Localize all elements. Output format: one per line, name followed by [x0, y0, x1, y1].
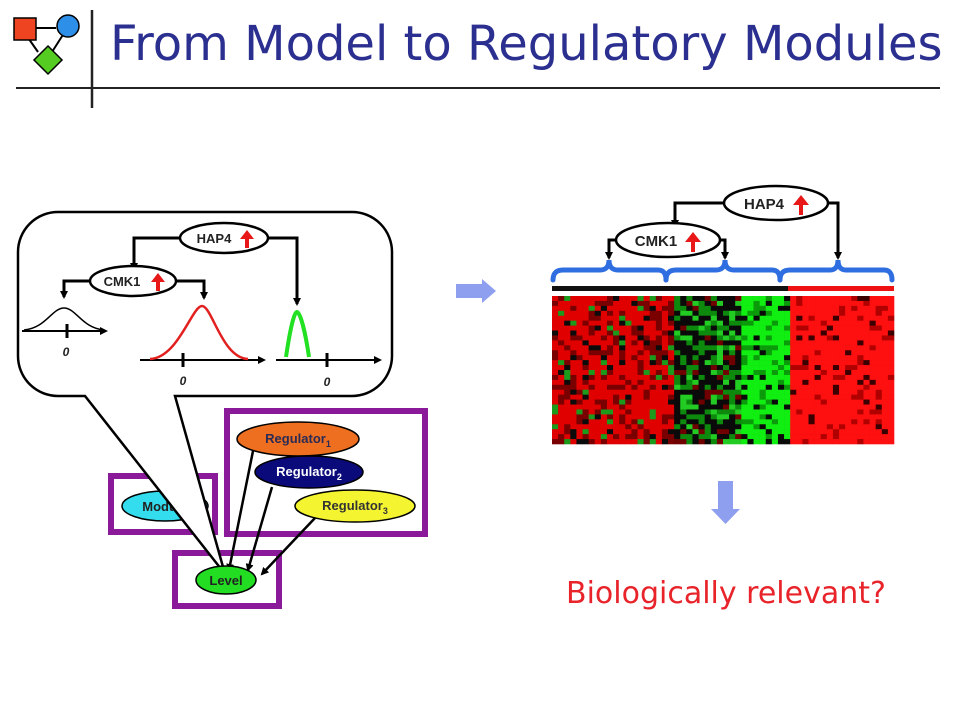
model-hap4-node: HAP4	[178, 221, 270, 255]
regulator-2-node: Regulator2	[254, 455, 364, 489]
module-braces	[550, 259, 895, 283]
up-arrow-icon	[151, 273, 165, 291]
regulator-3-label: Regulator3	[322, 498, 388, 516]
slide-title: From Model to Regulatory Modules	[110, 16, 943, 72]
distribution-red: 0	[140, 304, 266, 388]
up-arrow-icon	[685, 232, 701, 252]
module-hap4-node: HAP4	[722, 184, 830, 222]
module-hap4-label: HAP4	[744, 196, 785, 213]
expression-heatmap	[552, 296, 895, 445]
heatmap-top-strip-red	[788, 286, 894, 291]
axis-zero-label: 0	[324, 375, 331, 389]
regulator-2-label: Regulator2	[276, 464, 342, 482]
regulator-1-node: Regulator1	[236, 421, 360, 457]
network-edges	[226, 450, 316, 576]
level-label: Level	[209, 573, 242, 588]
module-cmk1-label: CMK1	[635, 233, 678, 250]
down-arrow-icon	[711, 481, 740, 524]
distribution-black: 0	[22, 307, 108, 359]
axis-zero-label: 0	[180, 374, 187, 388]
regulator-3-node: Regulator3	[294, 489, 416, 523]
model-hap4-label: HAP4	[197, 231, 232, 246]
heatmap-top-strip-dark	[552, 286, 788, 291]
model-cmk1-label: CMK1	[104, 274, 141, 289]
up-arrow-icon	[240, 230, 254, 248]
level-node: Level	[195, 565, 257, 595]
axis-zero-label: 0	[63, 345, 70, 359]
relevance-question: Biologically relevant?	[566, 576, 886, 611]
model-cmk1-node: CMK1	[88, 264, 178, 298]
right-arrow-icon	[456, 279, 496, 303]
logo-icon	[13, 14, 80, 76]
up-arrow-icon	[793, 195, 809, 215]
module-cmk1-node: CMK1	[614, 221, 722, 259]
regulator-1-label: Regulator1	[265, 431, 331, 449]
distribution-green: 0	[276, 309, 382, 389]
model-tree-edges	[60, 236, 301, 306]
